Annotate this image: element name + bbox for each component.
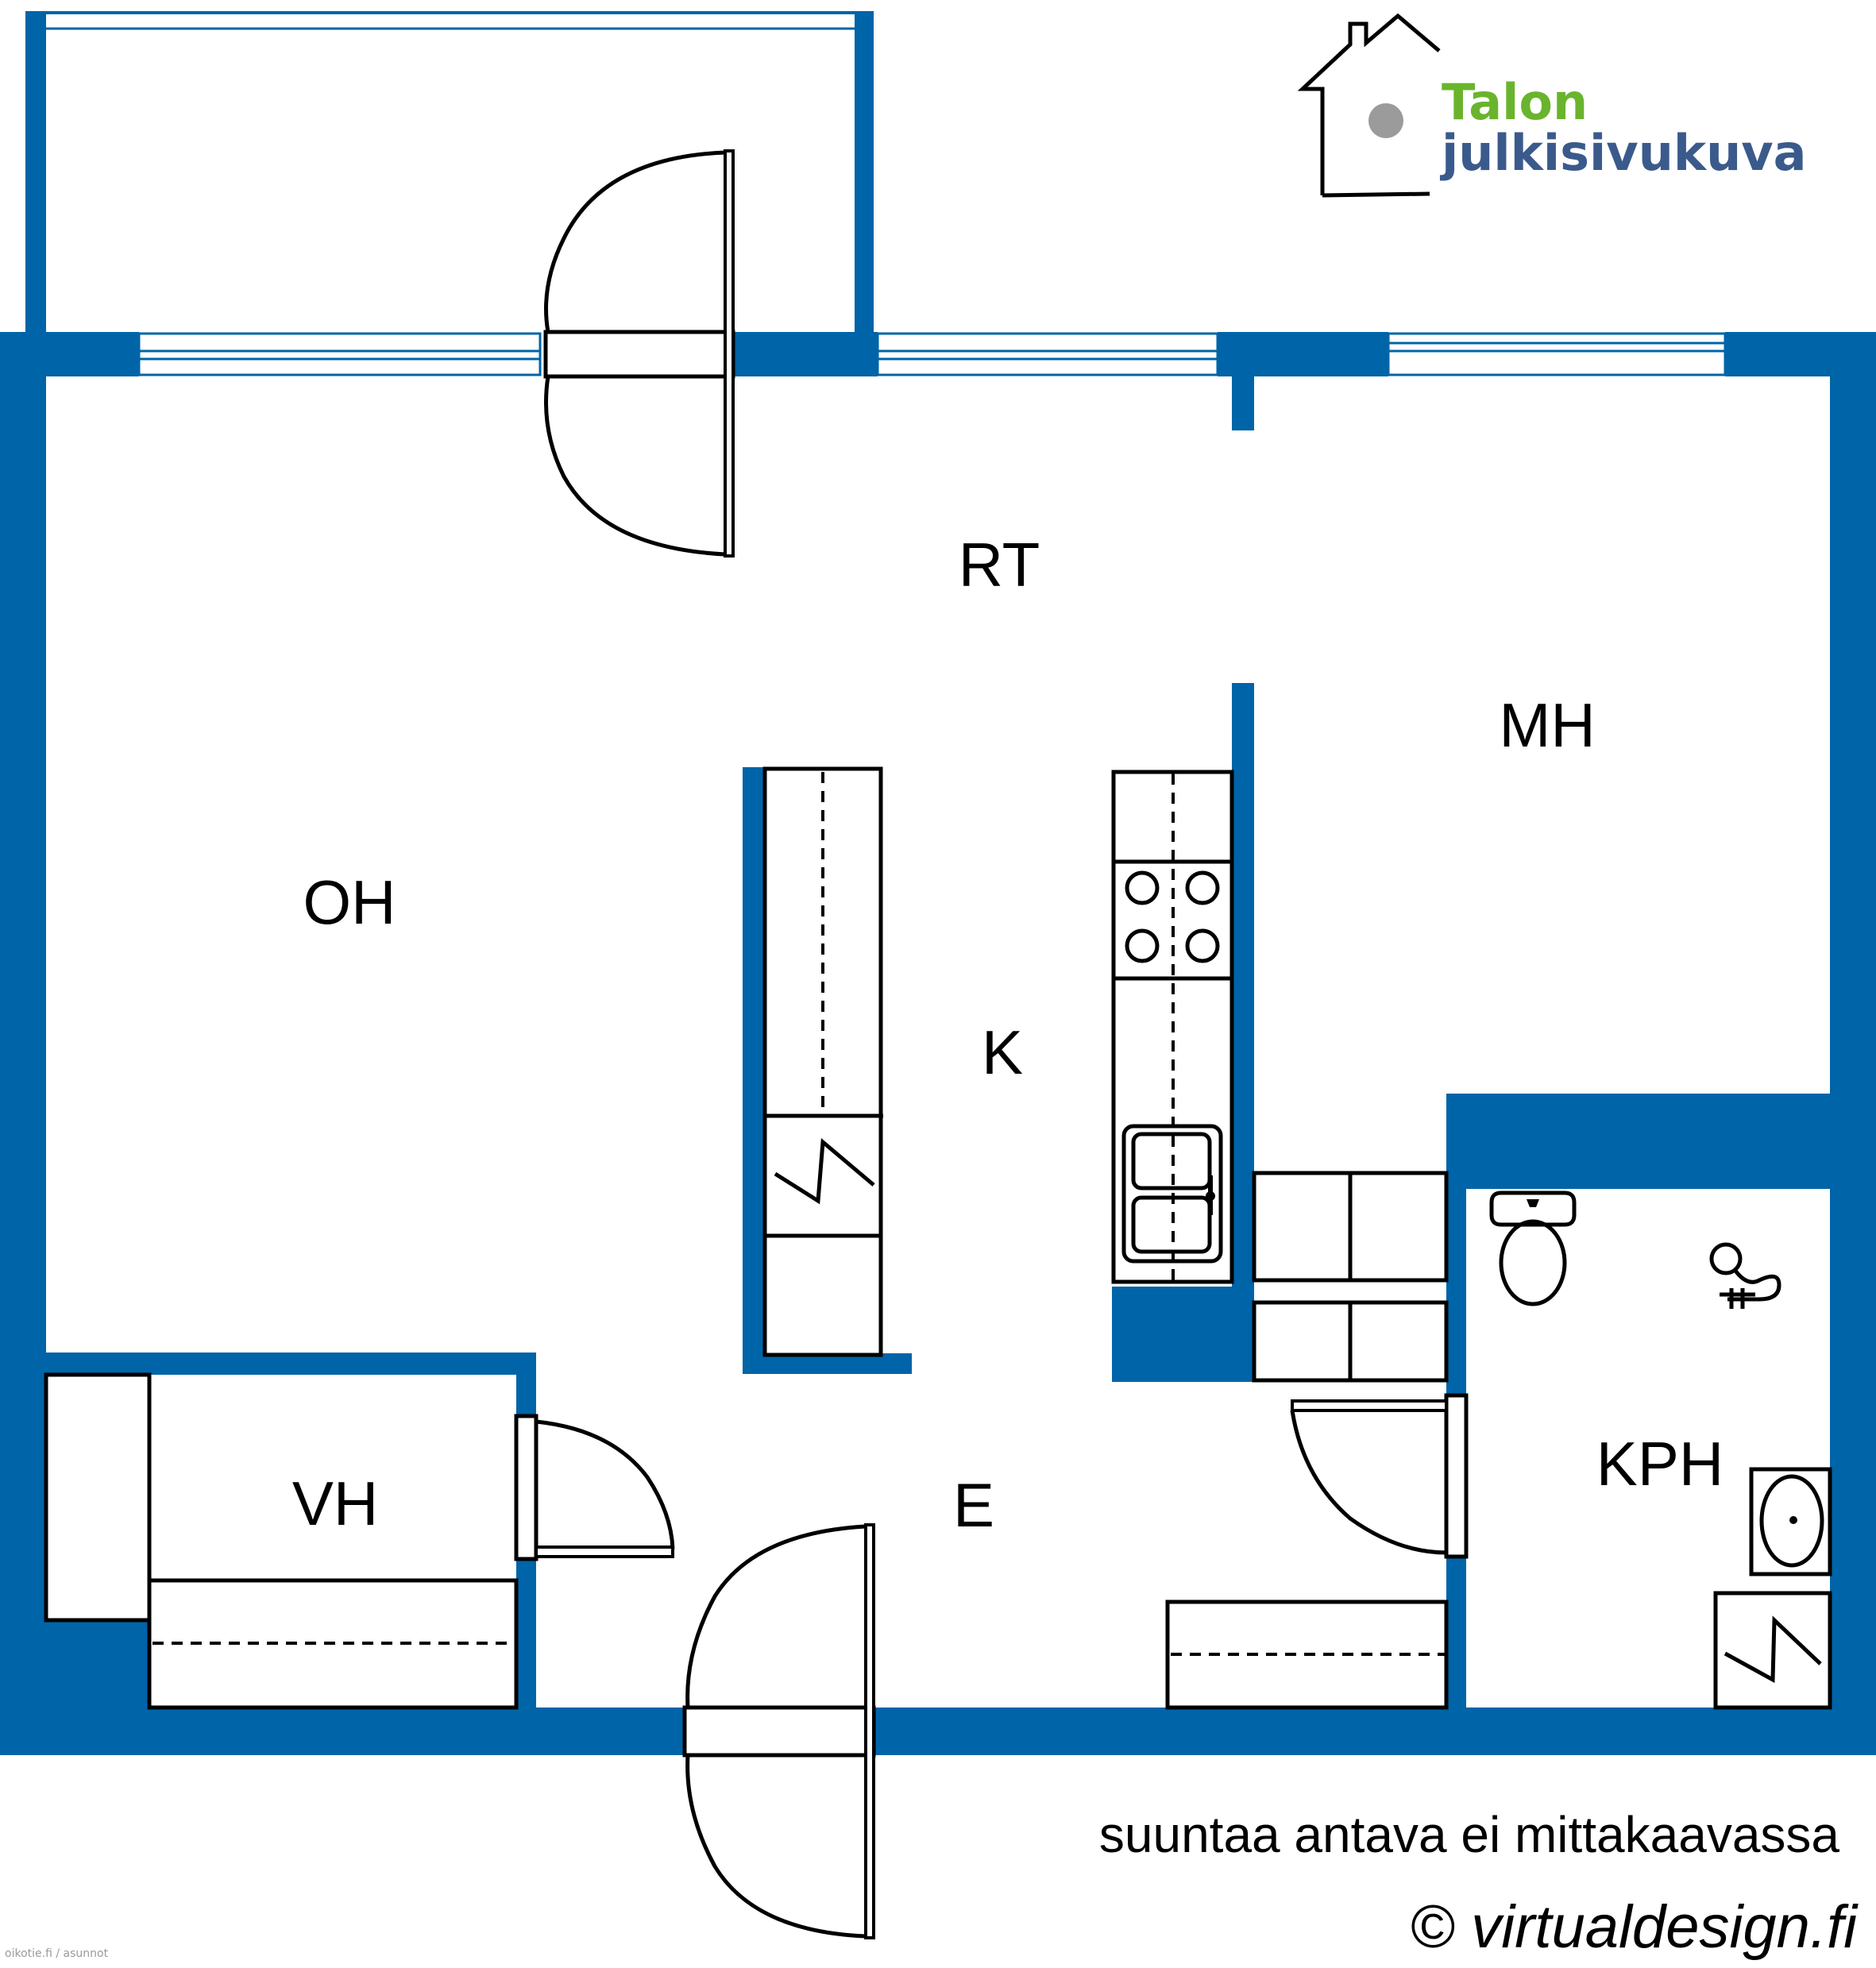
wall-kitchen-block [1112, 1287, 1254, 1382]
vh-door[interactable] [514, 1414, 675, 1561]
window-3 [1387, 332, 1727, 376]
hall-wardrobes [1252, 1171, 1449, 1383]
washing-machine-icon [1713, 1591, 1832, 1710]
hall-shelf [1165, 1599, 1449, 1710]
wall-mh-kph [1446, 1094, 1830, 1189]
room-label-k: K [982, 1017, 1023, 1087]
wall-top-3 [1218, 332, 1388, 376]
bathroom-fixtures [1489, 1190, 1832, 1710]
copyright-text: © virtualdesign.fi [1410, 1893, 1859, 1961]
watermark-text: oikotie.fi / asunnot [5, 1947, 109, 1960]
disclaimer-text: suuntaa antava ei mittakaavassa [1099, 1806, 1840, 1863]
balcony-wall-left [25, 11, 46, 335]
room-label-mh: MH [1499, 690, 1595, 760]
wall-vh-right-lower [516, 1559, 536, 1708]
stove-burners [1125, 870, 1220, 963]
wall-kph-left-lower [1446, 1557, 1466, 1708]
logo: Talon julkisivukuva [1297, 13, 1806, 198]
wall-k-mh [1232, 683, 1254, 1382]
wall-vh-top [46, 1353, 536, 1375]
room-label-vh: VH [292, 1468, 378, 1538]
vh-wardrobes [44, 1372, 519, 1710]
balcony-corner [855, 11, 874, 30]
room-labels: RT MH OH K VH E KPH [292, 530, 1724, 1540]
kitchen-counter [1111, 770, 1234, 1284]
house-outline-icon [1297, 13, 1441, 195]
entrance-door[interactable] [682, 1523, 876, 1939]
outer-walls [0, 332, 1876, 1755]
shower-icon [1709, 1242, 1781, 1309]
kph-door[interactable] [1290, 1393, 1469, 1559]
wall-rt-mh-stub [1232, 376, 1254, 430]
wall-kph-left-upper [1446, 1094, 1466, 1407]
logo-line1: Talon [1442, 73, 1588, 131]
wall-bottom-2 [874, 1708, 1876, 1755]
dishwasher-symbol [774, 1137, 875, 1205]
toilet-icon [1489, 1190, 1577, 1306]
wall-bottom-1 [0, 1708, 685, 1755]
kitchen-island [762, 766, 883, 1357]
windows [137, 332, 1727, 376]
room-label-rt: RT [959, 530, 1040, 600]
window-2 [876, 332, 1219, 376]
wall-island [743, 767, 765, 1374]
logo-line2: julkisivukuva [1439, 124, 1806, 182]
balcony [25, 11, 874, 335]
room-label-kph: KPH [1596, 1429, 1724, 1499]
washbasin-icon [1749, 1467, 1832, 1576]
balcony-wall-right [855, 11, 874, 335]
wall-vh-right-upper [516, 1353, 536, 1416]
wall-top-2 [735, 332, 878, 376]
interior-walls [46, 376, 1830, 1708]
wall-vh-corner [46, 1620, 149, 1708]
logo-dot-icon [1368, 103, 1403, 138]
room-label-e: E [953, 1470, 994, 1540]
kitchen-sink [1121, 1124, 1223, 1264]
room-label-oh: OH [303, 867, 396, 937]
balcony-door[interactable] [543, 149, 735, 558]
window-1 [137, 332, 542, 376]
wall-left [0, 332, 46, 1755]
wall-right [1830, 332, 1876, 1755]
